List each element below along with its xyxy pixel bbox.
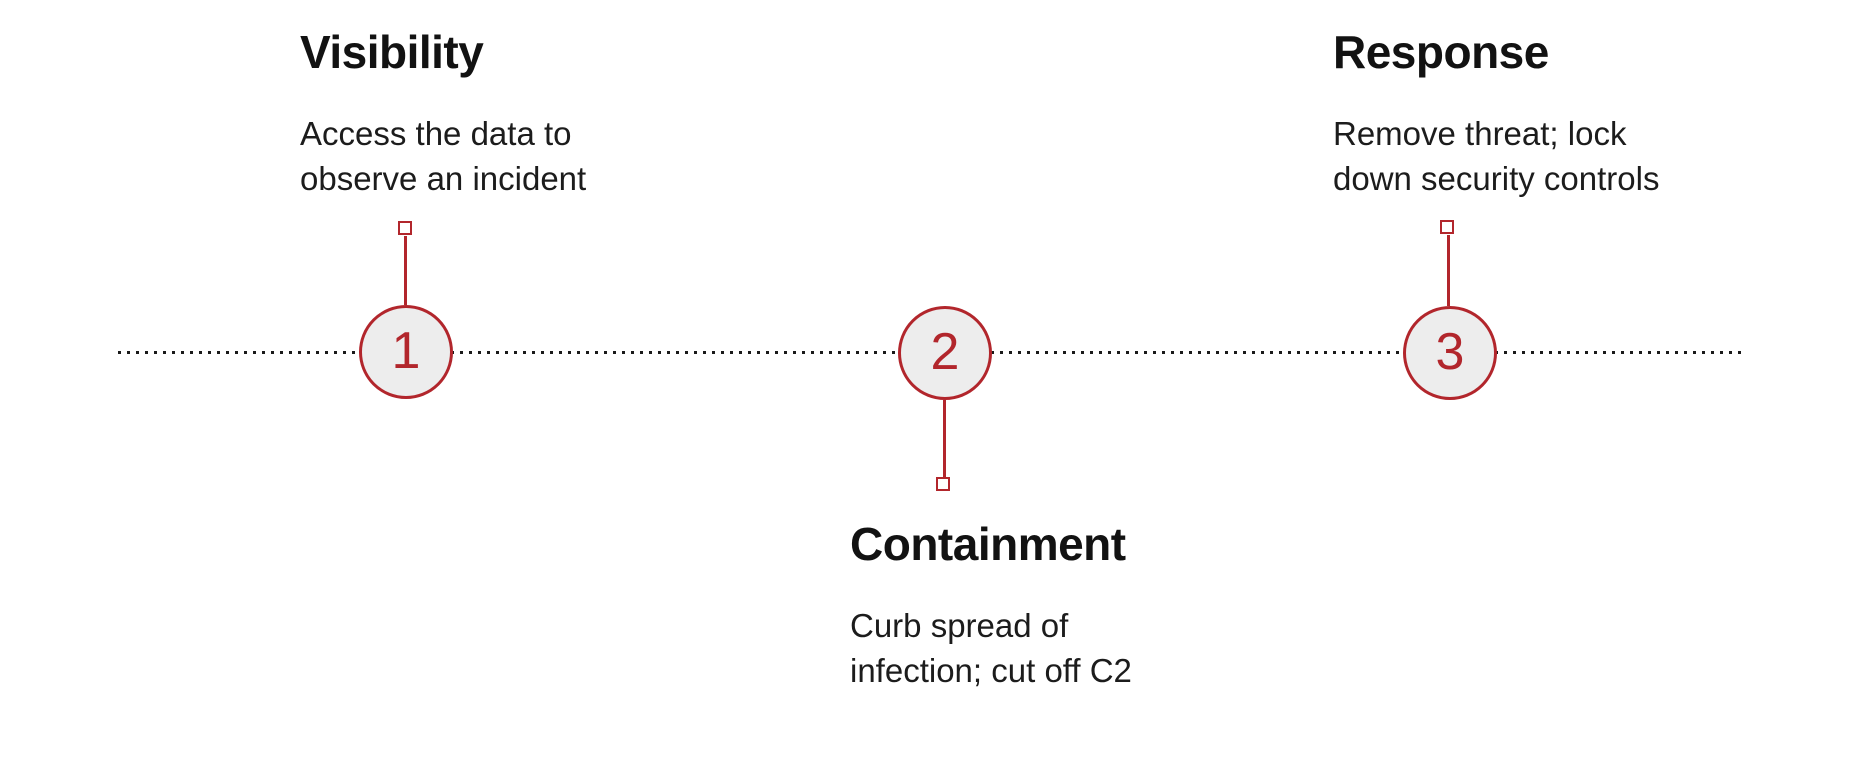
step-1-connector-endpoint bbox=[398, 221, 412, 235]
step-2-connector-endpoint bbox=[936, 477, 950, 491]
step-3-title: Response bbox=[1333, 26, 1549, 78]
step-1-number: 1 bbox=[391, 322, 421, 380]
step-1-connector-line bbox=[404, 236, 407, 305]
step-1-node: 1 bbox=[359, 305, 453, 399]
step-3-label: Response Remove threat; lock down securi… bbox=[1333, 25, 1659, 201]
step-2-connector-line bbox=[943, 400, 946, 477]
step-3-connector-line bbox=[1447, 235, 1450, 306]
step-2-label: Containment Curb spread of infection; cu… bbox=[850, 517, 1132, 693]
step-3-node: 3 bbox=[1403, 306, 1497, 400]
step-3-connector-endpoint bbox=[1440, 220, 1454, 234]
step-1-title: Visibility bbox=[300, 26, 484, 78]
step-2-title: Containment bbox=[850, 518, 1126, 570]
step-2-description: Curb spread of infection; cut off C2 bbox=[850, 607, 1132, 690]
step-1-label: Visibility Access the data to observe an… bbox=[300, 25, 586, 201]
step-2-node: 2 bbox=[898, 306, 992, 400]
step-2-number: 2 bbox=[930, 323, 960, 381]
step-3-number: 3 bbox=[1435, 323, 1465, 381]
step-1-description: Access the data to observe an incident bbox=[300, 115, 587, 198]
step-3-description: Remove threat; lock down security contro… bbox=[1333, 115, 1660, 198]
